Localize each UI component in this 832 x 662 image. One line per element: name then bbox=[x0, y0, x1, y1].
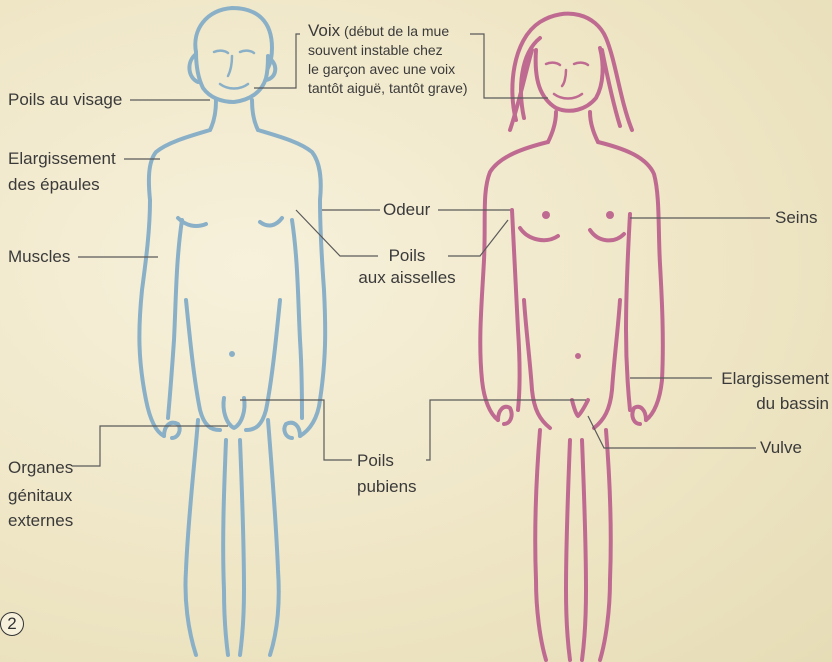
label-voix-line-4: tantôt aiguë, tantôt grave) bbox=[308, 79, 468, 98]
label-poils-pubiens-1: Poils bbox=[357, 450, 394, 472]
label-voix-line-2: souvent instable chez bbox=[308, 41, 468, 60]
label-odeur: Odeur bbox=[383, 199, 430, 221]
nipples bbox=[542, 211, 614, 219]
male-face bbox=[214, 51, 254, 89]
label-voix-line-3: le garçon avec une voix bbox=[308, 60, 468, 79]
female-face bbox=[546, 63, 588, 99]
female-figure bbox=[480, 14, 663, 660]
figure-number-badge: 2 bbox=[0, 612, 24, 636]
label-organes-2: génitaux bbox=[8, 485, 72, 507]
label-elargissement-bassin-1: Elargissement bbox=[690, 368, 829, 390]
label-vulve: Vulve bbox=[760, 437, 802, 459]
label-voix-line-1: (début de la mue bbox=[344, 23, 449, 39]
label-elargissement-epaules-1: Elargissement bbox=[8, 148, 116, 170]
label-elargissement-bassin-2: du bassin bbox=[690, 393, 829, 415]
label-organes-1: Organes bbox=[8, 457, 73, 479]
label-voix-title: Voix bbox=[308, 21, 340, 40]
label-organes-3: externes bbox=[8, 510, 73, 532]
label-voix: Voix (début de la mue souvent instable c… bbox=[308, 21, 468, 98]
label-poils-pubiens-2: pubiens bbox=[357, 476, 417, 498]
label-poils-aisselles-1: Poils bbox=[352, 245, 462, 267]
label-elargissement-epaules-2: des épaules bbox=[8, 174, 100, 196]
male-figure bbox=[139, 8, 325, 655]
label-poils-aisselles-2: aux aisselles bbox=[352, 267, 462, 289]
label-muscles: Muscles bbox=[8, 246, 70, 268]
label-seins: Seins bbox=[775, 207, 818, 229]
label-poils-visage: Poils au visage bbox=[8, 89, 122, 111]
